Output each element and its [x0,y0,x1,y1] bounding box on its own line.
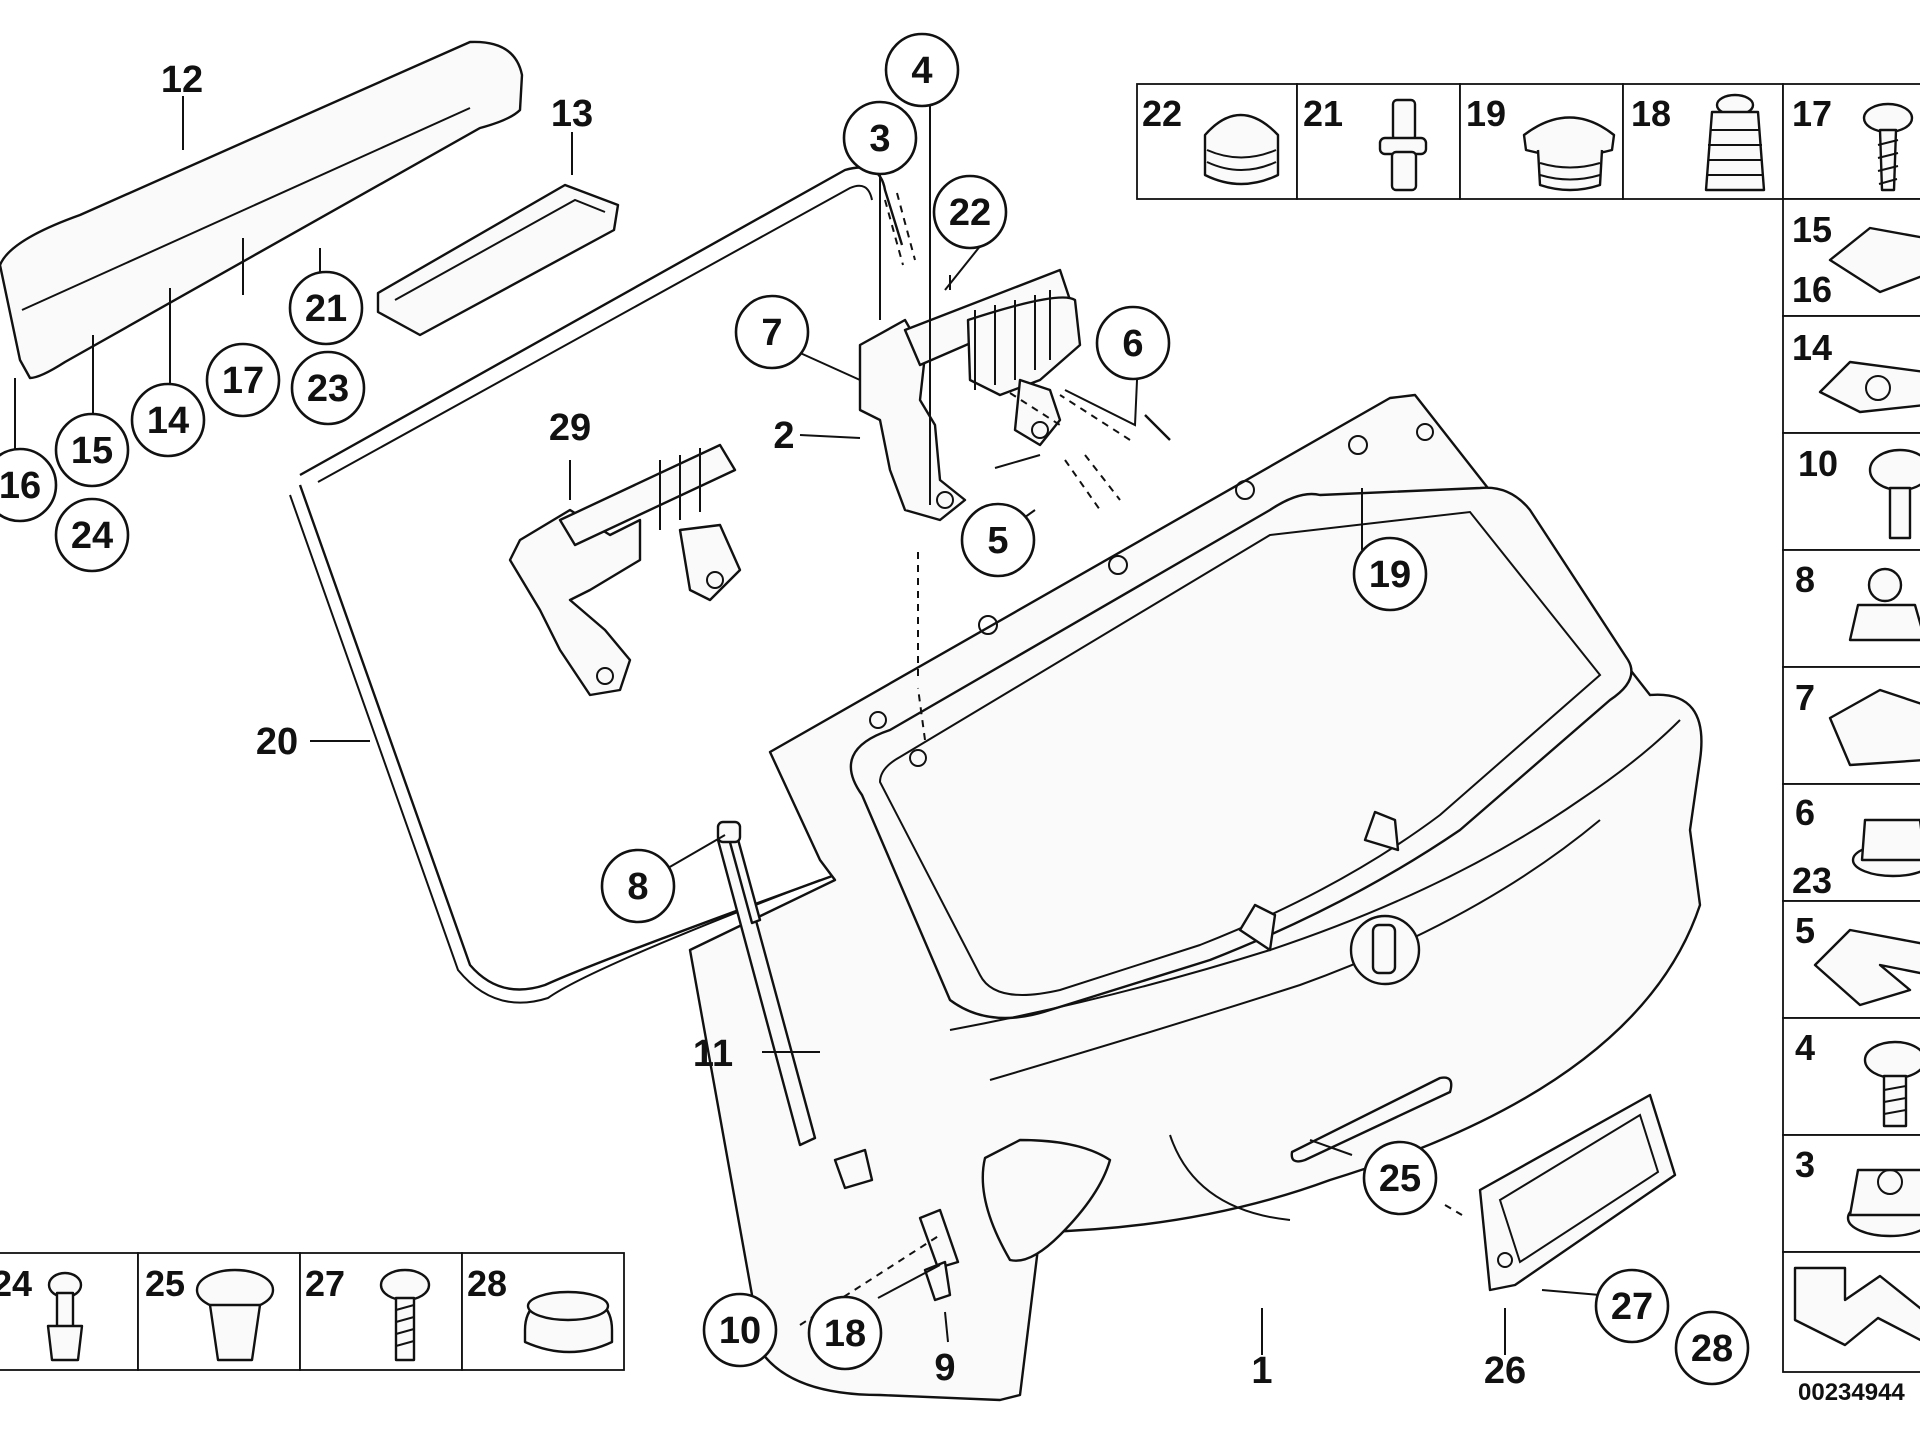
left-hinge-assembly [508,443,742,697]
table-label-23: 23 [1792,860,1832,901]
table-label-10: 10 [1798,443,1838,484]
table-label-3: 3 [1795,1144,1815,1185]
ball-stud-icon [1848,567,1920,642]
expansion-nut-icon [195,1268,275,1362]
document-number: 00234944 [1798,1379,1905,1406]
callout-23: 23 [307,368,349,410]
callout-10: 10 [719,1310,761,1352]
table-label-6: 6 [1795,792,1815,833]
callout-16: 16 [0,465,41,507]
label-26: 26 [1484,1350,1526,1392]
tailgate-panel [688,393,1703,1402]
top-parts-table: 22 21 19 18 17 [1136,83,1920,200]
callout-3: 3 [869,118,890,160]
callout-4: 4 [911,50,932,92]
grommet-plug-icon [1522,116,1616,192]
table-label-24: 24 [0,1263,32,1304]
table-label-16: 16 [1792,269,1832,310]
gas-strut [716,820,874,1190]
label-9: 9 [934,1347,955,1389]
right-hinge-assembly [858,268,1082,522]
callout-22: 22 [949,192,991,234]
clip-fastener-icon [1378,98,1428,192]
table-label-25: 25 [145,1263,185,1304]
rubber-stopper-icon [523,1290,614,1354]
callout-25: 25 [1379,1158,1421,1200]
label-20: 20 [256,721,298,763]
callout-27: 27 [1611,1286,1653,1328]
table-label-7: 7 [1795,677,1815,718]
table-label-4: 4 [1795,1027,1815,1068]
callout-19: 19 [1369,554,1411,596]
orientation-arrow-icon [1793,1266,1920,1347]
latch-bracket [918,1208,960,1302]
table-label-8: 8 [1795,559,1815,600]
table-label-17: 17 [1792,93,1832,134]
label-11: 11 [693,1033,733,1075]
label-13: 13 [551,93,593,135]
shim-plate-icon [1813,928,1920,1007]
torx-screw-icon [1868,448,1920,540]
callout-15: 15 [71,430,113,472]
plain-part-labels: 12 13 2 29 20 11 9 1 26 [161,59,1526,1392]
label-29: 29 [549,407,591,449]
leader-lines [14,95,1601,1355]
license-plate-holder [1478,1093,1677,1292]
callout-17: 17 [222,360,264,402]
table-label-21: 21 [1303,93,1343,134]
bracket-plate-icon [1828,688,1920,767]
table-label-22: 22 [1142,93,1182,134]
cap-plug-icon [1203,113,1280,186]
table-label-27: 27 [305,1263,345,1304]
callout-bubbles [0,32,1750,1386]
callout-18: 18 [824,1313,866,1355]
label-1: 1 [1251,1350,1272,1392]
callout-14: 14 [147,400,189,442]
third-brake-light [376,183,620,337]
callout-5: 5 [987,520,1008,562]
side-parts-table: 15 16 14 10 8 7 6 23 5 4 3 [1782,198,1920,1373]
table-label-19: 19 [1466,93,1506,134]
push-rivet-icon [46,1271,84,1362]
screw-icon [1862,102,1914,192]
callout-6: 6 [1122,323,1143,365]
table-label-5: 5 [1795,910,1815,951]
rear-spoiler [0,40,524,380]
hex-nut-icon [1846,1168,1920,1238]
torx-bolt-icon [1863,1040,1920,1128]
nut-clip-icon [1818,360,1920,414]
callout-7: 7 [761,312,782,354]
label-12: 12 [161,59,203,101]
sheet-clip-icon [1828,226,1920,294]
callout-8: 8 [627,866,648,908]
bottom-parts-table: 24 25 27 28 [0,1252,625,1371]
rubber-buffer-icon [1704,93,1766,192]
label-2: 2 [773,415,794,457]
callout-21: 21 [305,288,347,330]
callout-24: 24 [71,515,113,557]
table-label-18: 18 [1631,93,1671,134]
flange-nut-icon [1851,818,1920,878]
table-label-14: 14 [1792,327,1832,368]
callout-28: 28 [1691,1328,1733,1370]
table-label-28: 28 [467,1263,507,1304]
table-label-15: 15 [1792,209,1832,250]
phillips-screw-icon [379,1268,431,1362]
callout-bubble-labels: 4 3 22 21 23 17 14 15 16 24 7 6 5 19 8 2… [0,50,1733,1370]
